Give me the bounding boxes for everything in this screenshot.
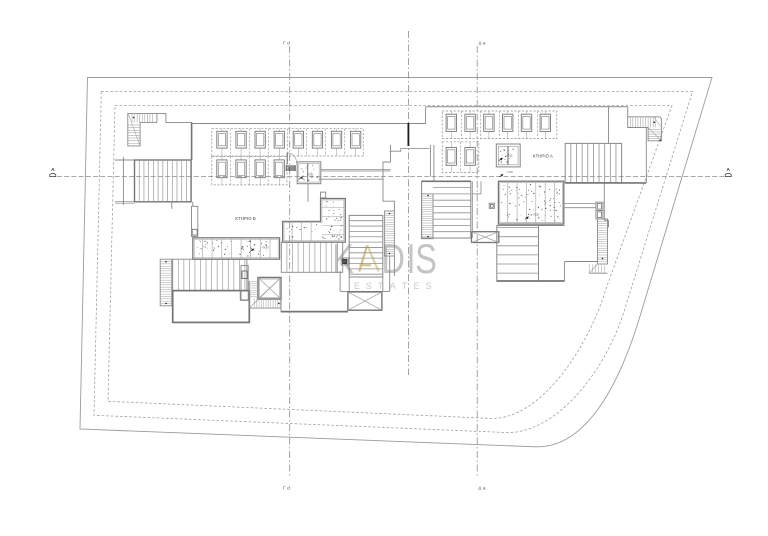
svg-text:Δ a: Δ a (478, 486, 485, 491)
svg-text:A: A (51, 167, 55, 173)
svg-text:+76.00: +76.00 (307, 175, 314, 177)
svg-text:+73.50: +73.50 (533, 214, 540, 216)
svg-text:S: S (366, 281, 372, 291)
svg-text:Γ d: Γ d (283, 41, 290, 46)
svg-text:T: T (402, 281, 408, 291)
svg-text:Δ a: Δ a (478, 41, 485, 46)
svg-text:+75.00: +75.00 (506, 155, 513, 157)
svg-text:Γ d: Γ d (283, 486, 290, 491)
svg-text:E: E (354, 281, 360, 291)
svg-text:D: D (382, 235, 405, 282)
svg-text:S: S (426, 281, 432, 291)
svg-text:I: I (407, 235, 416, 282)
svg-text:T: T (378, 281, 384, 291)
svg-text:S: S (415, 235, 437, 282)
svg-text:A: A (726, 167, 730, 173)
svg-text:+76.00: +76.00 (262, 246, 269, 249)
svg-text:E: E (414, 281, 420, 291)
svg-text:KTHPIO A: KTHPIO A (533, 153, 553, 158)
svg-text:KTHPIO B: KTHPIO B (235, 216, 255, 221)
svg-text:+74.00: +74.00 (507, 172, 514, 174)
svg-text:A: A (390, 281, 396, 291)
